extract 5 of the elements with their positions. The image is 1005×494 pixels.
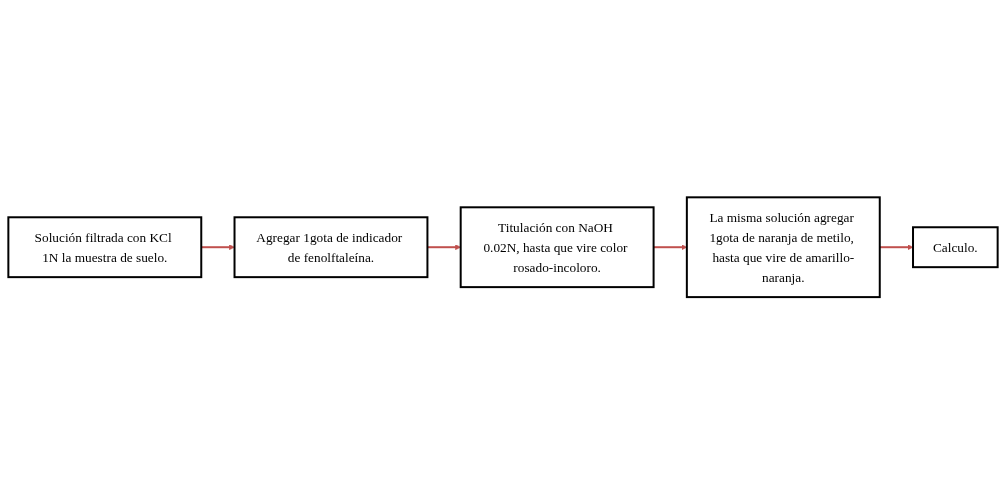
node-box: Calculo. xyxy=(911,226,999,268)
node-box: Agregar 1gota de indicador de fenolftaleína. xyxy=(233,216,428,278)
node-box: Solución filtrada con KCl 1N la muestra de suelo. xyxy=(6,216,202,278)
node-box: Titulación con NaOH 0.02N, hasta que vire color rosado-incoloro. xyxy=(459,206,655,288)
node-box: La misma solución agregar 1gota de naranja de metilo, hasta que vire de amarillo-naranja. xyxy=(685,196,881,298)
